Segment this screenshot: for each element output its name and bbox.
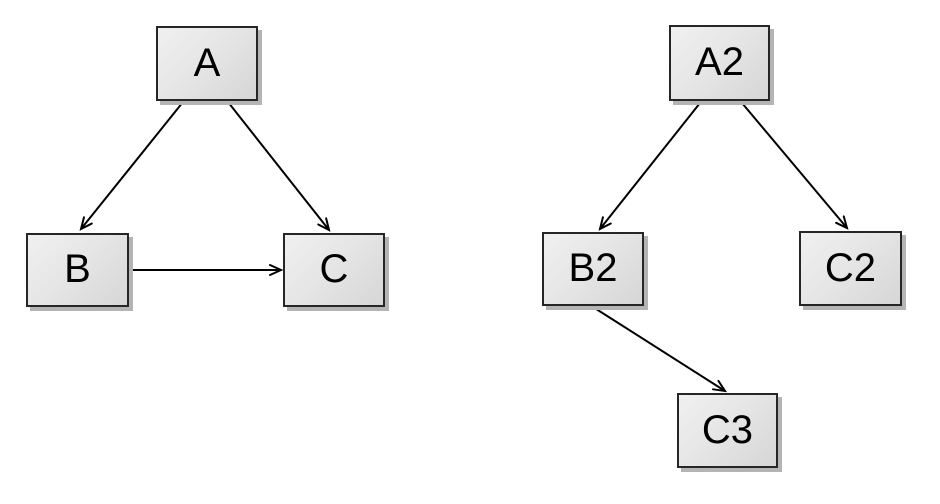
node-c2-label: C2 bbox=[824, 245, 877, 290]
edge-a-to-c bbox=[227, 101, 331, 232]
node-c2: C2 bbox=[799, 231, 902, 306]
edge-a2-to-c2 bbox=[741, 102, 849, 230]
edge-a-to-b bbox=[79, 101, 184, 231]
node-b2-label: B2 bbox=[568, 246, 618, 290]
node-a2-label: A2 bbox=[695, 40, 744, 84]
node-b2: B2 bbox=[542, 232, 644, 306]
node-c: C bbox=[283, 233, 385, 307]
edge-a2-to-b2 bbox=[598, 102, 701, 231]
node-c-label: C bbox=[319, 247, 349, 291]
node-c3-label: C3 bbox=[701, 407, 754, 452]
node-b-label: B bbox=[64, 247, 91, 291]
node-a: A bbox=[156, 26, 258, 101]
node-a-label: A bbox=[193, 40, 221, 85]
node-a2: A2 bbox=[669, 25, 770, 101]
edge-b2-to-c3 bbox=[592, 306, 728, 393]
node-b: B bbox=[26, 233, 129, 307]
node-c3: C3 bbox=[677, 393, 778, 468]
